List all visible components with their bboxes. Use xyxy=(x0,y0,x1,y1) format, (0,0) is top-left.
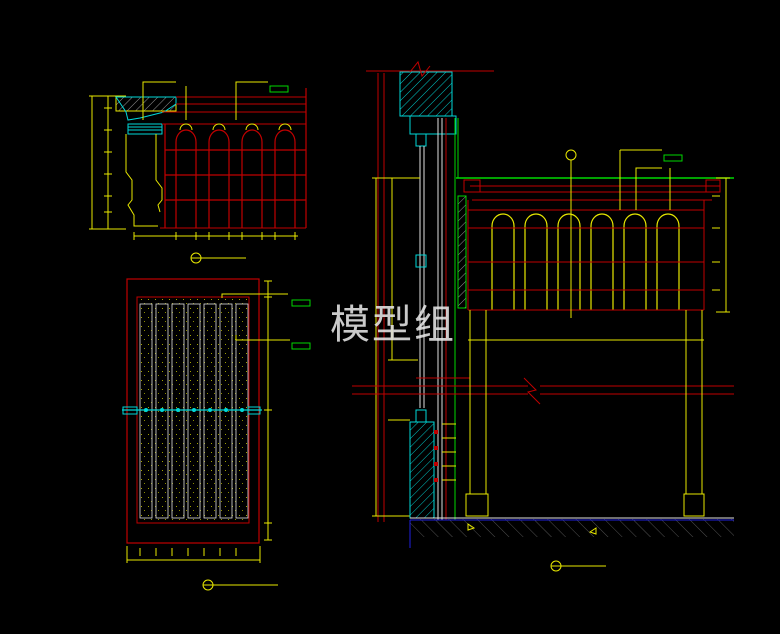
ground-line xyxy=(409,517,734,548)
section-plinth xyxy=(409,409,456,519)
section-arches xyxy=(491,213,680,310)
view-marker-3 xyxy=(550,560,606,572)
section-right-dimension xyxy=(712,177,730,313)
panel-strips xyxy=(139,303,249,519)
section-left-dimension xyxy=(372,177,420,517)
view-marker-1 xyxy=(190,252,246,264)
colonnade-elevation xyxy=(89,81,307,264)
left-dimension-chain xyxy=(89,95,126,230)
arch-crown-marks xyxy=(179,123,292,131)
section-columns xyxy=(465,310,705,517)
cornice-profile xyxy=(115,96,177,227)
panel-bottom-dimension xyxy=(126,546,261,563)
arched-openings xyxy=(164,88,307,228)
label-tag xyxy=(269,85,289,93)
panel-outer-frame xyxy=(126,278,260,544)
panel-right-dimension xyxy=(264,280,272,541)
view-marker-2 xyxy=(202,579,278,591)
entablature-lines xyxy=(160,96,306,229)
leader-lines xyxy=(142,81,289,120)
panel-mid-rail xyxy=(122,406,262,415)
slab-section xyxy=(399,71,453,117)
panel-elevation xyxy=(122,278,311,591)
section-leaders xyxy=(565,149,683,318)
panel-leaders xyxy=(221,293,311,350)
bottom-dimension xyxy=(133,232,298,240)
cornice-lines xyxy=(463,179,721,201)
section-arch-framing xyxy=(467,200,705,311)
vertical-studs xyxy=(415,118,459,520)
break-band xyxy=(352,377,734,405)
section-detail xyxy=(352,60,734,572)
